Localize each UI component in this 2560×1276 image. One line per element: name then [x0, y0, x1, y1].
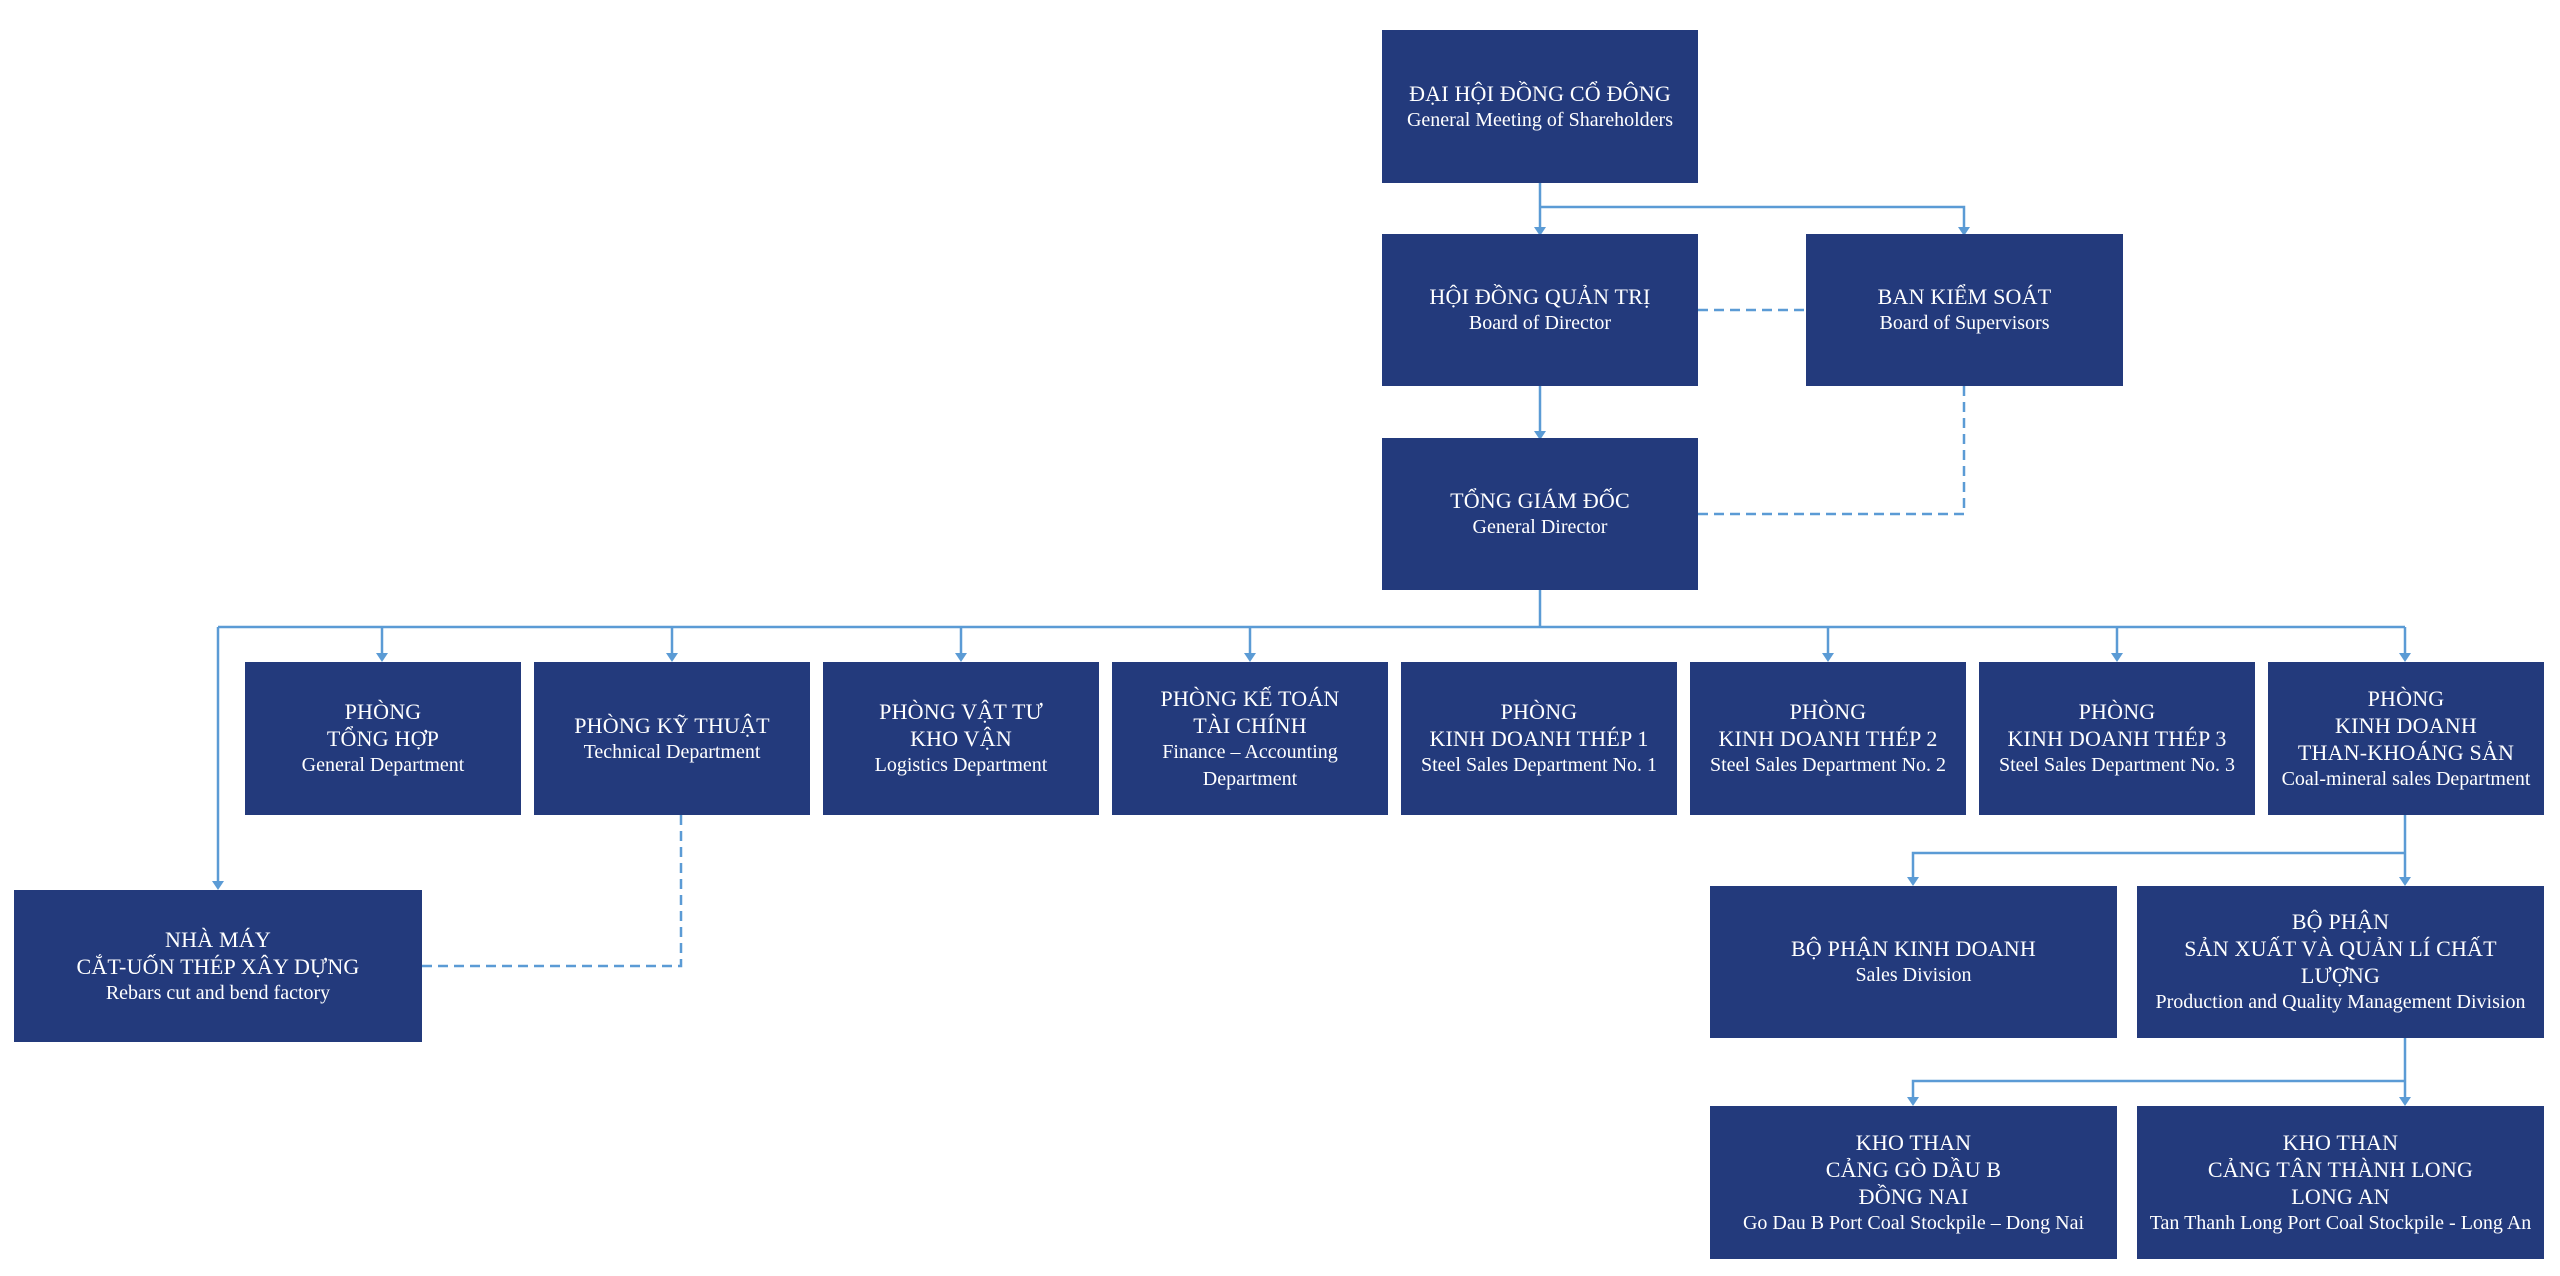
arrow-dept-1: [376, 653, 388, 662]
box-shareholders: ĐẠI HỘI ĐỒNG CỔ ĐÔNG General Meeting of …: [1382, 30, 1698, 183]
arrow-board: [1534, 227, 1546, 236]
box-tanthanhlong-stockpile: KHO THAN CẢNG TÂN THÀNH LONG LONG AN Tan…: [2137, 1106, 2544, 1259]
supervisors-vi-title: BAN KIỂM SOÁT: [1877, 284, 2052, 309]
box-finance-accounting-department: PHÒNG KẾ TOÁN TÀI CHÍNH Finance – Accoun…: [1112, 662, 1388, 815]
box-general-department: PHÒNG TỔNG HỢP General Department: [245, 662, 521, 815]
arrowheads: [212, 227, 2411, 1106]
dept-5-en: Steel Sales Department No. 1: [1420, 754, 1658, 776]
director-vi-title: TỔNG GIÁM ĐỐC: [1450, 488, 1630, 513]
box-technical-department: PHÒNG KỸ THUẬT Technical Department: [534, 662, 810, 815]
godau-vi-line-3: ĐỒNG NAI: [1858, 1183, 1969, 1209]
arrow-dept-8: [2399, 653, 2411, 662]
dept-7-vi-line-1: PHÒNG: [2078, 699, 2156, 724]
tanthanh-vi-line-2: CẢNG TÂN THÀNH LONG: [2207, 1156, 2474, 1182]
shareholders-vi-title: ĐẠI HỘI ĐỒNG CỔ ĐÔNG: [1409, 80, 1671, 106]
factory-vi-line-1: NHÀ MÁY: [165, 926, 271, 952]
dept-7-en: Steel Sales Department No. 3: [1998, 754, 2236, 776]
arrow-dept-7: [2111, 653, 2123, 662]
dash-technical-factory: [422, 815, 683, 968]
box-rebars-factory: NHÀ MÁY CẮT-UỐN THÉP XÂY DỰNG Rebars cut…: [14, 890, 422, 1042]
production-division-vi-line-2: SẢN XUẤT VÀ QUẢN LÍ CHẤT LƯỢNG: [2184, 936, 2497, 988]
box-sales-division: BỘ PHẬN KINH DOANH Sales Division: [1710, 886, 2117, 1038]
director-en-title: General Director: [1472, 516, 1608, 538]
sales-division-vi: BỘ PHẬN KINH DOANH: [1791, 936, 2036, 961]
board-vi-title: HỘI ĐỒNG QUẢN TRỊ: [1429, 284, 1651, 309]
dept-1-vi-line-2: TỔNG HỢP: [326, 726, 440, 751]
box-steel-sales-department-2: PHÒNG KINH DOANH THÉP 2 Steel Sales Depa…: [1690, 662, 1966, 815]
arrow-dept-6: [1822, 653, 1834, 662]
box-coal-mineral-sales-department: PHÒNG KINH DOANH THAN-KHOÁNG SẢN Coal-mi…: [2268, 662, 2544, 815]
godau-vi-line-2: CẢNG GÒ DẦU B: [1825, 1156, 2002, 1182]
dashed-connectors: [422, 308, 1966, 968]
godau-en: Go Dau B Port Coal Stockpile – Dong Nai: [1742, 1211, 2085, 1234]
arrow-director: [1534, 431, 1546, 440]
line-shareholders-supervisors: [1540, 205, 1966, 230]
dept-8-en: Coal-mineral sales Department: [2281, 767, 2531, 790]
dept-6-vi-line-1: PHÒNG: [1789, 699, 1867, 724]
dept-4-vi-line-1: PHÒNG KẾ TOÁN: [1160, 685, 1340, 711]
dept-8-vi-line-1: PHÒNG: [2367, 685, 2445, 711]
box-board-of-supervisors: BAN KIỂM SOÁT Board of Supervisors: [1806, 234, 2123, 386]
arrow-dept-2: [666, 653, 678, 662]
box-board-of-director: HỘI ĐỒNG QUẢN TRỊ Board of Director: [1382, 234, 1698, 386]
arrow-production-division: [2399, 877, 2411, 886]
dept-8-vi-line-2: KINH DOANH: [2335, 712, 2477, 738]
production-division-en: Production and Quality Management Divisi…: [2155, 991, 2526, 1013]
box-general-director: TỔNG GIÁM ĐỐC General Director: [1382, 438, 1698, 590]
dept-3-vi-line-2: KHO VẬN: [910, 726, 1012, 751]
dept-2-vi-line-1: PHÒNG KỸ THUẬT: [574, 712, 770, 738]
arrow-godau: [1907, 1097, 1919, 1106]
sales-division-en: Sales Division: [1855, 964, 1972, 986]
dept-5-vi-line-1: PHÒNG: [1500, 699, 1578, 724]
tanthanh-vi-line-3: LONG AN: [2291, 1183, 2390, 1209]
solid-connectors: [216, 183, 2407, 1100]
dept-5-vi-line-2: KINH DOANH THÉP 1: [1429, 726, 1649, 751]
board-en-title: Board of Director: [1468, 312, 1612, 334]
dept-6-en: Steel Sales Department No. 2: [1709, 754, 1947, 776]
factory-vi-line-2: CẮT-UỐN THÉP XÂY DỰNG: [76, 953, 360, 979]
dept-2-en: Technical Department: [583, 740, 761, 763]
line-coal-sales-division: [1911, 851, 2405, 880]
dept-4-en-line-1: Finance – Accounting: [1162, 740, 1338, 763]
box-steel-sales-department-1: PHÒNG KINH DOANH THÉP 1 Steel Sales Depa…: [1401, 662, 1677, 815]
production-division-vi-line-1: BỘ PHẬN: [2291, 909, 2390, 934]
dept-1-en: General Department: [301, 754, 465, 776]
box-production-quality-division: BỘ PHẬN SẢN XUẤT VÀ QUẢN LÍ CHẤT LƯỢNG P…: [2137, 886, 2544, 1038]
box-godau-stockpile: KHO THAN CẢNG GÒ DẦU B ĐỒNG NAI Go Dau B…: [1710, 1106, 2117, 1259]
dept-6-vi-line-2: KINH DOANH THÉP 2: [1718, 726, 1938, 751]
tanthanh-vi-line-1: KHO THAN: [2282, 1129, 2399, 1155]
dept-4-en-line-2: Department: [1202, 767, 1298, 790]
line-production-godau: [1911, 1079, 2405, 1100]
factory-en: Rebars cut and bend factory: [105, 981, 331, 1004]
dept-1-vi-line-1: PHÒNG: [344, 699, 422, 724]
arrow-factory: [212, 881, 224, 890]
dept-3-vi-line-1: PHÒNG VẬT TƯ: [879, 699, 1043, 724]
arrow-supervisors: [1958, 227, 1970, 236]
arrow-dept-3: [955, 653, 967, 662]
box-logistics-department: PHÒNG VẬT TƯ KHO VẬN Logistics Departmen…: [823, 662, 1099, 815]
supervisors-en-title: Board of Supervisors: [1879, 312, 2050, 334]
dept-4-vi-line-2: TÀI CHÍNH: [1193, 712, 1307, 738]
dept-8-vi-line-3: THAN-KHOÁNG SẢN: [2297, 739, 2515, 765]
shareholders-en-title: General Meeting of Shareholders: [1406, 108, 1673, 131]
dash-supervisors-director: [1698, 386, 1966, 516]
arrow-dept-4: [1244, 653, 1256, 662]
dept-3-en: Logistics Department: [874, 754, 1048, 776]
tanthanh-en: Tan Thanh Long Port Coal Stockpile - Lon…: [2149, 1211, 2532, 1234]
box-steel-sales-department-3: PHÒNG KINH DOANH THÉP 3 Steel Sales Depa…: [1979, 662, 2255, 815]
godau-vi-line-1: KHO THAN: [1855, 1129, 1972, 1155]
dept-7-vi-line-2: KINH DOANH THÉP 3: [2007, 726, 2227, 751]
arrow-sales-division: [1907, 877, 1919, 886]
arrow-tanthanh: [2399, 1097, 2411, 1106]
